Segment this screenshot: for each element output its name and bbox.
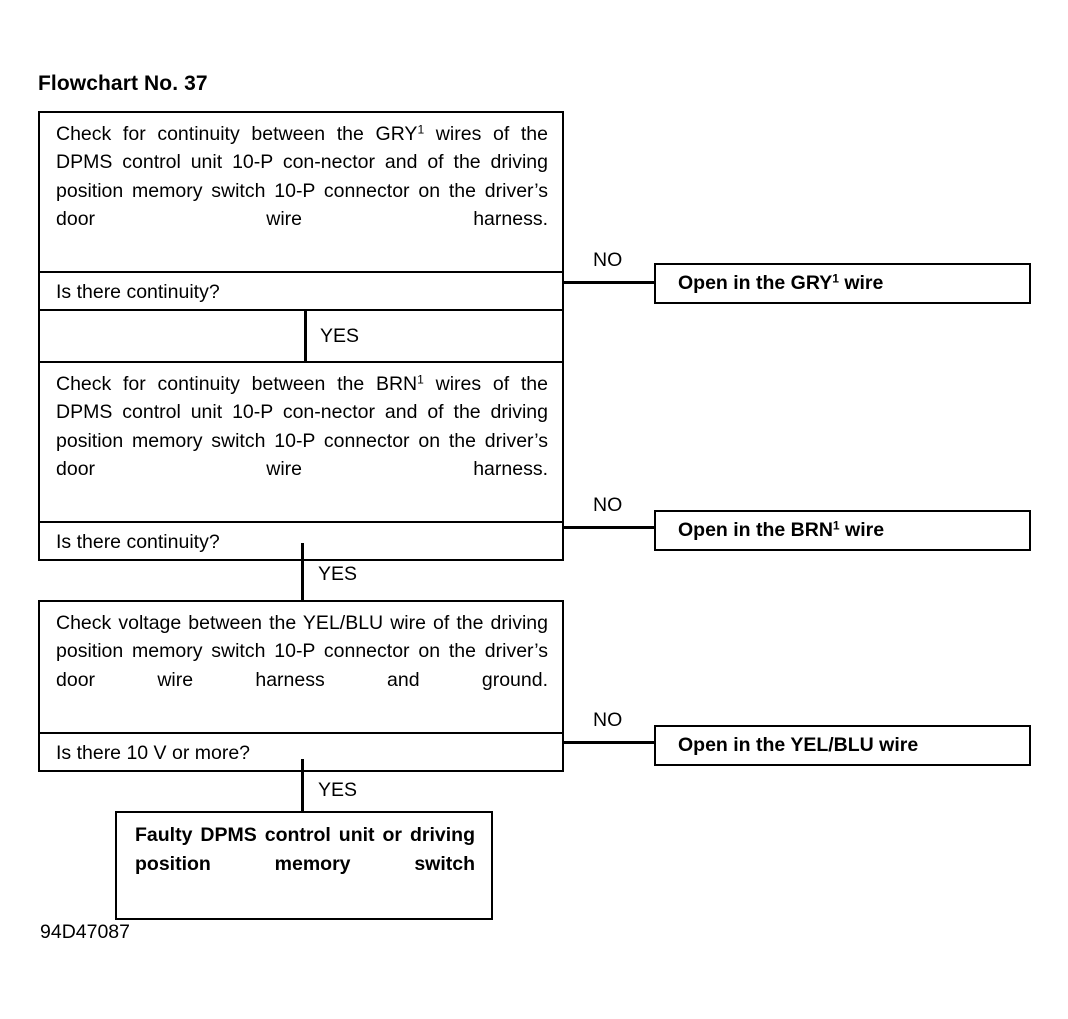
result-box-gry: Open in the GRY1 wire — [654, 263, 1031, 304]
no-label-yelblu: NO — [593, 709, 623, 731]
yes-connector-line — [301, 759, 304, 813]
no-branch-line — [564, 281, 660, 284]
no-branch-yelblu: NO — [560, 700, 680, 760]
yes-row-divider — [304, 311, 307, 362]
question-yelblu: Is there 10 V or more? — [40, 731, 562, 770]
decision-table-lower: Check voltage between the YEL/BLU wire o… — [38, 600, 564, 772]
no-label-brn: NO — [593, 494, 623, 516]
decision-table-upper: Check for continuity between the GRY1 wi… — [38, 111, 564, 562]
footer-code: 94D47087 — [40, 921, 130, 943]
page-title: Flowchart No. 37 — [38, 72, 208, 95]
instruction-yelblu: Check voltage between the YEL/BLU wire o… — [56, 612, 548, 691]
result-box-yelblu: Open in the YEL/BLU wire — [654, 725, 1031, 766]
result-box-brn: Open in the BRN1 wire — [654, 510, 1031, 551]
no-branch-line — [564, 741, 660, 744]
instruction-gry: Check for continuity between the GRY1 wi… — [56, 122, 548, 231]
no-label-gry: NO — [593, 249, 623, 271]
question-brn: Is there continuity? — [40, 521, 562, 559]
yes-connector-brn: YES — [0, 543, 600, 603]
yes-connector-line — [301, 543, 304, 601]
question-gry: Is there continuity? — [40, 271, 562, 309]
yes-label-brn: YES — [318, 563, 358, 585]
no-branch-line — [564, 526, 660, 529]
yes-connector-yelblu: YES — [0, 759, 600, 819]
yes-label-yelblu: YES — [318, 779, 358, 801]
no-branch-brn: NO — [560, 485, 680, 545]
no-branch-gry: NO — [560, 240, 680, 300]
terminal-box-text: Faulty DPMS control unit or driving posi… — [135, 824, 475, 875]
yes-row-gry: YES — [40, 309, 562, 362]
instruction-brn: Check for continuity between the BRN1 wi… — [40, 361, 562, 521]
terminal-box-faulty-unit: Faulty DPMS control unit or driving posi… — [115, 811, 493, 920]
yes-label-gry: YES — [320, 325, 360, 348]
